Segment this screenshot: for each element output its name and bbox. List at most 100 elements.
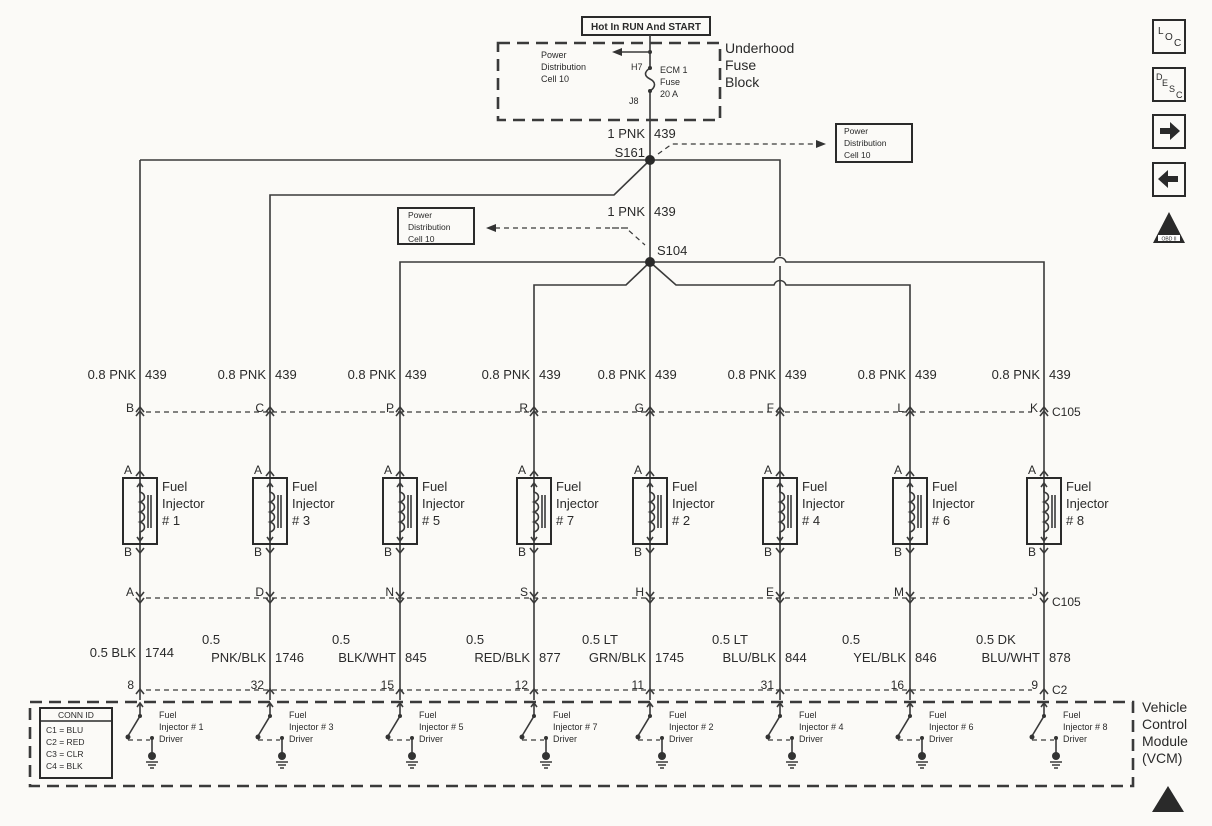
coil-icon xyxy=(1040,481,1056,543)
top-wire-color: 0.8 PNK xyxy=(88,367,137,382)
driver-label-3: Driver xyxy=(553,734,577,744)
driver-label-2: Injector # 7 xyxy=(553,722,598,732)
bottom-wire-circuit: 877 xyxy=(539,650,561,665)
injector-label-1: Fuel xyxy=(422,479,447,494)
injector-number: # 5 xyxy=(422,513,440,528)
pd-label-2: Distribution xyxy=(541,62,586,72)
fuse-block-title-1: Underhood xyxy=(725,40,794,56)
conn-id-table: CONN ID C1 = BLU C2 = RED C3 = CLR C4 = … xyxy=(39,707,113,779)
obd-ii-icon[interactable]: OBD II xyxy=(1153,212,1185,243)
top-wire-circuit: 439 xyxy=(915,367,937,382)
pd-ref-left[interactable]: Power Distribution Cell 10 xyxy=(397,207,646,246)
svg-text:S: S xyxy=(1169,84,1175,94)
conn-id-row: C4 = BLK xyxy=(46,761,83,771)
c2-pin: 9 xyxy=(1031,678,1038,692)
conn-id-title: CONN ID xyxy=(58,710,94,720)
fuel-injector-icon xyxy=(252,477,288,545)
driver-label-2: Injector # 1 xyxy=(159,722,204,732)
splice-dot-s161 xyxy=(645,155,655,165)
top-wire-color: 0.8 PNK xyxy=(218,367,267,382)
connector-pin-icon xyxy=(135,591,145,605)
top-wire-circuit: 439 xyxy=(539,367,561,382)
svg-text:D: D xyxy=(1156,72,1163,82)
bottom-wire-color: BLU/BLK xyxy=(723,650,777,665)
bottom-wire-circuit: 845 xyxy=(405,650,427,665)
bottom-wire-circuit: 844 xyxy=(785,650,807,665)
top-wire-circuit: 439 xyxy=(1049,367,1071,382)
driver-switch-icon xyxy=(637,701,654,737)
underhood-fuse-block: Underhood Fuse Block Power Distribution … xyxy=(496,35,794,160)
c2-pin: 8 xyxy=(127,678,134,692)
c105-top-pin: K xyxy=(1030,401,1038,415)
c105-bottom-pin: J xyxy=(1032,585,1038,599)
driver-label-2: Injector # 2 xyxy=(669,722,714,732)
driver-label-1: Fuel xyxy=(929,710,947,720)
driver-label-2: Injector # 4 xyxy=(799,722,844,732)
conn-id-row: C3 = CLR xyxy=(46,749,84,759)
splice-s104: S104 xyxy=(657,243,687,258)
driver-label-1: Fuel xyxy=(799,710,817,720)
conn-id-row: C2 = RED xyxy=(46,737,85,747)
svg-text:E: E xyxy=(1162,78,1168,88)
pd-left-1: Power xyxy=(408,210,432,220)
pd-right-1: Power xyxy=(844,126,868,136)
bottom-wire-color: YEL/BLK xyxy=(853,650,906,665)
bottom-wire-size: 0.5 DK xyxy=(976,632,1016,647)
pd-ref-right[interactable]: Power Distribution Cell 10 xyxy=(657,123,913,163)
c105-top-pin: G xyxy=(635,401,644,415)
pin-b: B xyxy=(764,545,772,559)
c105-top-pin: L xyxy=(897,401,904,415)
connector-pin-icon xyxy=(645,405,655,417)
connector-pin-icon xyxy=(645,591,655,605)
top-wire-circuit: 439 xyxy=(655,367,677,382)
pin-b: B xyxy=(518,545,526,559)
loc-icon[interactable]: LOC xyxy=(1152,19,1186,54)
c105-bottom-pin: E xyxy=(766,585,774,599)
c105-bottom-pin: S xyxy=(520,585,528,599)
c2-label: C2 xyxy=(1052,683,1068,697)
injector-number: # 4 xyxy=(802,513,820,528)
pin-a: A xyxy=(254,463,262,477)
prev-page-icon[interactable] xyxy=(1152,162,1186,197)
pin-a: A xyxy=(1028,463,1036,477)
svg-text:C: C xyxy=(1174,38,1181,49)
driver-label-3: Driver xyxy=(419,734,443,744)
vcm-title-3: Module xyxy=(1142,733,1188,749)
fuse-label-2: Fuse xyxy=(660,77,680,87)
coil-icon xyxy=(906,481,922,543)
fuel-injector-icon xyxy=(632,477,668,545)
fuse-label-1: ECM 1 xyxy=(660,65,688,75)
c105-bottom-pin: M xyxy=(894,585,904,599)
next-page-icon[interactable] xyxy=(1152,114,1186,149)
driver-label-3: Driver xyxy=(159,734,183,744)
c105-top-pin: R xyxy=(519,401,528,415)
pin-b: B xyxy=(634,545,642,559)
svg-text:L: L xyxy=(1158,26,1164,37)
connector-pin-icon xyxy=(775,405,785,417)
injector-number: # 2 xyxy=(672,513,690,528)
vcm-title-2: Control xyxy=(1142,716,1187,732)
driver-switch-icon xyxy=(767,701,784,737)
driver-label-1: Fuel xyxy=(669,710,687,720)
top-wire-circuit: 439 xyxy=(145,367,167,382)
fuel-injector-icon xyxy=(516,477,552,545)
driver-label-2: Injector # 3 xyxy=(289,722,334,732)
bottom-wire-circuit: 1746 xyxy=(275,650,304,665)
feed-wire1-circuit: 439 xyxy=(654,126,676,141)
c105-bottom-pin: N xyxy=(385,585,394,599)
pin-b: B xyxy=(894,545,902,559)
connector-pin-icon xyxy=(775,591,785,605)
injector-number: # 1 xyxy=(162,513,180,528)
bottom-wire-size: 0.5 LT xyxy=(712,632,748,647)
ground-icon xyxy=(658,752,666,760)
feed-wire2-color: 1 PNK xyxy=(607,204,645,219)
hot-in-run-label: Hot In RUN And START xyxy=(581,16,711,36)
fuse-block-title-2: Fuse xyxy=(725,57,756,73)
pin-a: A xyxy=(894,463,902,477)
vcm-title-1: Vehicle xyxy=(1142,699,1187,715)
svg-text:OBD II: OBD II xyxy=(1161,237,1176,243)
top-wire-color: 0.8 PNK xyxy=(598,367,647,382)
connector-pin-icon xyxy=(529,591,539,605)
